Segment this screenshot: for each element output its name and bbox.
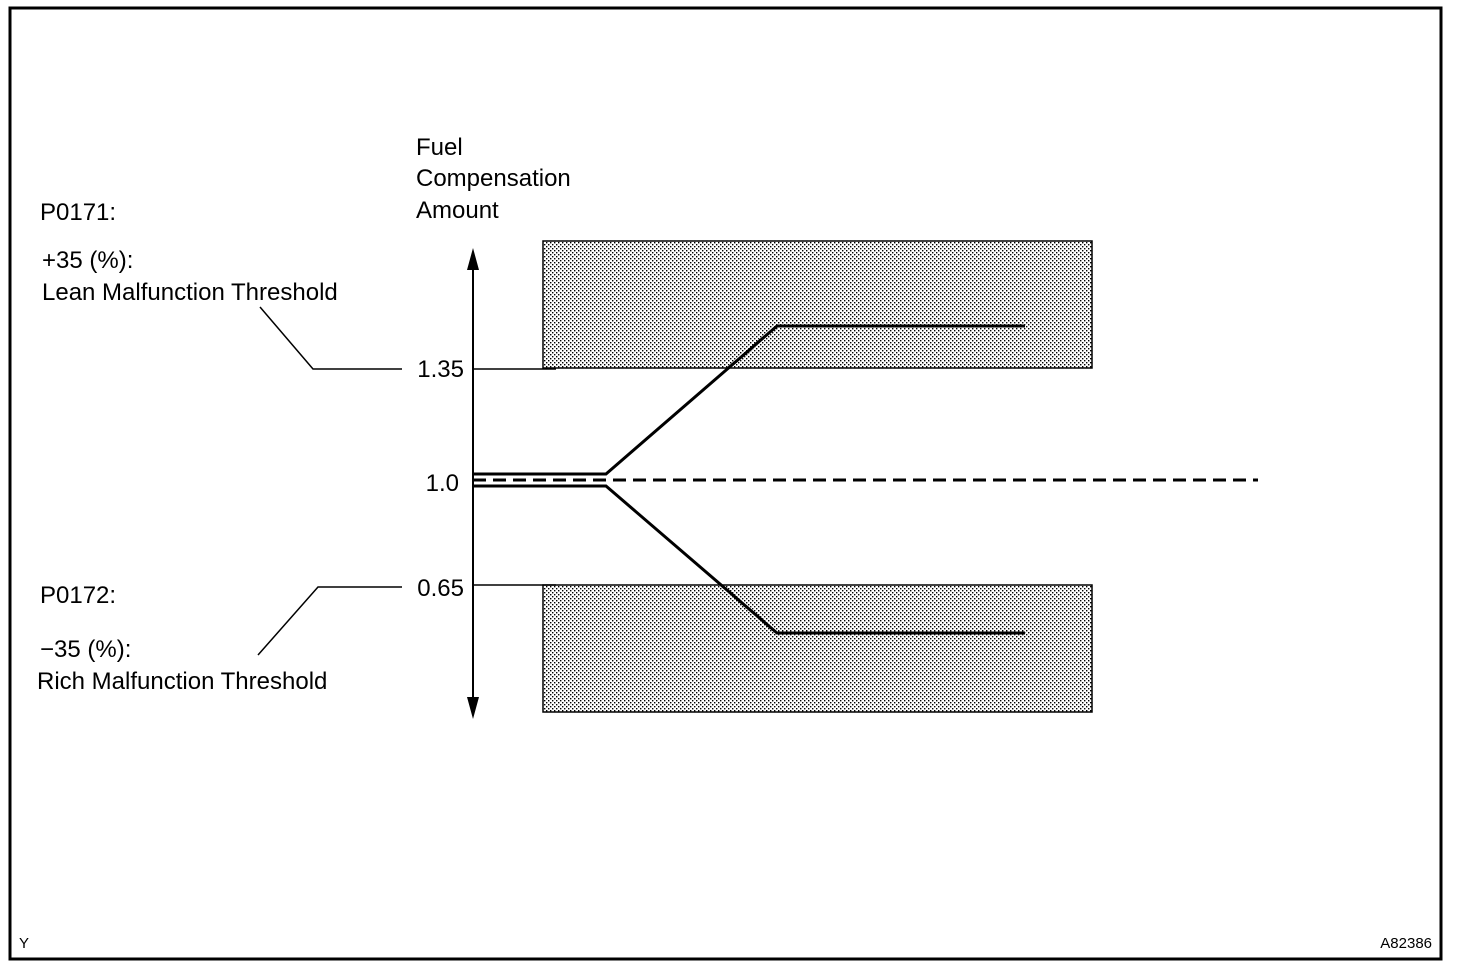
- lean-leader-line: [259, 306, 402, 370]
- corner-mark-left: Y: [19, 935, 29, 952]
- rich-description-label: Rich Malfunction Threshold: [37, 668, 327, 695]
- tick-label-lower: 0.65: [417, 575, 464, 602]
- rich-compensation-trace: [473, 484, 1025, 635]
- lean-compensation-trace: [473, 324, 1025, 476]
- lean-percent-label: +35 (%):: [42, 247, 133, 274]
- axis-label-line-3: Amount: [416, 197, 499, 224]
- rich-code-label: P0172:: [40, 582, 116, 609]
- rich-malfunction-zone: [542, 584, 1093, 713]
- y-axis-arrow-down: [467, 697, 479, 719]
- lean-code-label: P0171:: [40, 199, 116, 226]
- lean-malfunction-zone: [542, 240, 1093, 369]
- tick-label-upper: 1.35: [417, 356, 464, 383]
- tick-label-mid: 1.0: [426, 470, 459, 497]
- y-axis-arrow-up: [467, 248, 479, 270]
- rich-percent-label: −35 (%):: [40, 636, 131, 663]
- figure-id-label: A82386: [1380, 935, 1432, 952]
- figure-frame: [8, 6, 1443, 961]
- axis-label-line-2: Compensation: [416, 165, 571, 192]
- lean-description-label: Lean Malfunction Threshold: [42, 279, 338, 306]
- axis-label-line-1: Fuel: [416, 134, 463, 161]
- rich-leader-line: [257, 586, 402, 656]
